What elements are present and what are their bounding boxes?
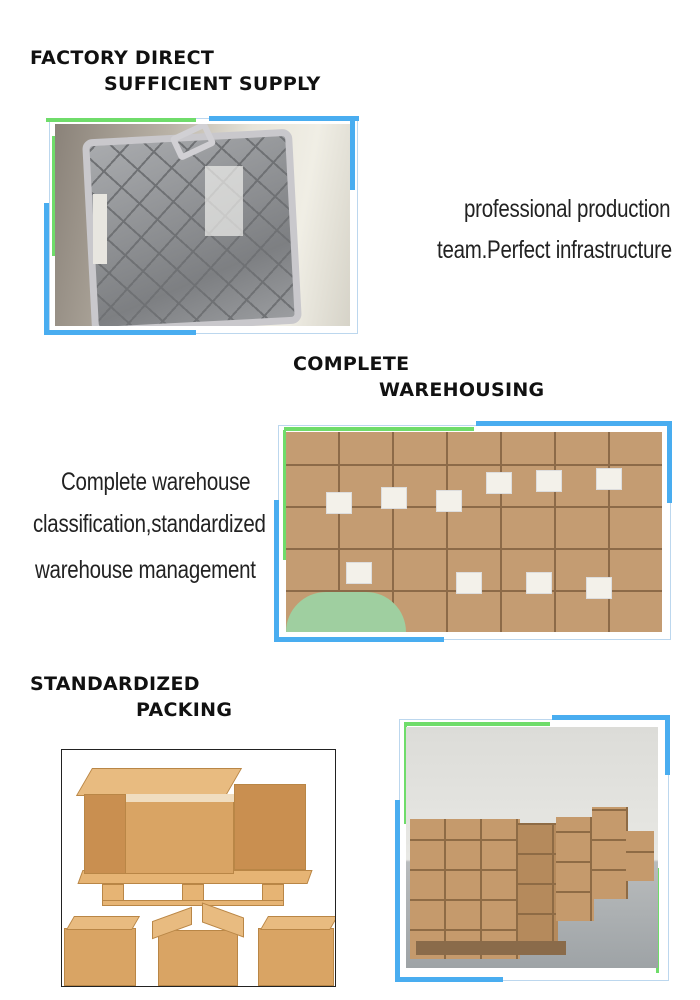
carton-label	[346, 562, 372, 584]
warehouse-photo	[286, 432, 662, 632]
carton-box	[84, 794, 126, 874]
section1-text-line1: professional production	[464, 195, 671, 223]
carton-stack	[592, 807, 628, 899]
frame-bar-left-green	[404, 724, 407, 824]
frame-bar-top-green	[46, 118, 196, 122]
packaging-label	[205, 166, 243, 236]
section2-text-line2: classification,standardized	[33, 510, 266, 538]
frame-bar-left-blue	[395, 800, 400, 982]
carton-box-top	[75, 768, 243, 796]
frame-bar-bottom-blue	[395, 977, 503, 982]
frame-bar-top-blue	[209, 116, 359, 121]
section2-text-line3: warehouse management	[35, 556, 256, 584]
frame-outline	[49, 118, 358, 334]
frame-bar-left-blue	[44, 203, 49, 335]
carton-stack	[518, 823, 558, 943]
section1-text-line2: team.Perfect infrastructure	[437, 236, 672, 264]
frame-bar-bottom-blue	[44, 330, 196, 335]
frame-bar-top-green	[404, 722, 550, 726]
carton-label	[586, 577, 612, 599]
frame-bar-right-blue	[667, 421, 672, 503]
carton-box-closed	[64, 928, 136, 986]
packing-illustration	[61, 749, 336, 987]
carton-label	[486, 472, 512, 494]
wooden-pallet	[416, 941, 566, 955]
carton-box-closed	[258, 928, 334, 986]
box-tape	[124, 794, 234, 802]
carton-label	[526, 572, 552, 594]
carton-box-top	[65, 916, 141, 930]
carton-stack	[626, 831, 654, 881]
carton-label	[381, 487, 407, 509]
pallet-bottom	[102, 900, 284, 906]
section2-text-line1: Complete warehouse	[61, 468, 251, 496]
frame-bar-bottom-blue	[274, 637, 444, 642]
section1-heading-line2: SUFFICIENT SUPPLY	[104, 73, 321, 95]
carton-label	[436, 490, 462, 512]
frame-bar-right-blue	[665, 715, 670, 775]
section3-heading-line1: STANDARDIZED	[30, 673, 200, 695]
frame-bar-left-green	[52, 136, 55, 256]
carton-box	[124, 794, 234, 874]
carton-box-top	[259, 916, 335, 930]
pot-holder-shape	[82, 128, 302, 326]
carton-stack	[410, 819, 520, 959]
frame-bar-left-blue	[274, 500, 279, 642]
carton-stack	[556, 817, 594, 921]
frame-bar-top-blue	[476, 421, 672, 426]
frame-bar-top-blue	[552, 715, 670, 720]
green-bag	[286, 592, 406, 632]
carton-box-side	[234, 784, 306, 870]
frame-bar-top-green	[284, 427, 474, 431]
sewn-label	[93, 194, 107, 264]
carton-label	[326, 492, 352, 514]
pallet-stack-photo	[406, 727, 658, 968]
frame-bar-left-green	[283, 430, 286, 560]
carton-label	[536, 470, 562, 492]
carton-label	[596, 468, 622, 490]
section2-heading-line2: WAREHOUSING	[379, 379, 545, 401]
section2-heading-line1: COMPLETE	[293, 353, 410, 375]
section3-heading-line2: PACKING	[136, 699, 233, 721]
section1-heading-line1: FACTORY DIRECT	[30, 47, 215, 69]
frame-bar-right-blue	[350, 116, 355, 190]
product-photo-pot-holder	[55, 124, 350, 326]
carton-box-open	[158, 930, 238, 986]
carton-label	[456, 572, 482, 594]
